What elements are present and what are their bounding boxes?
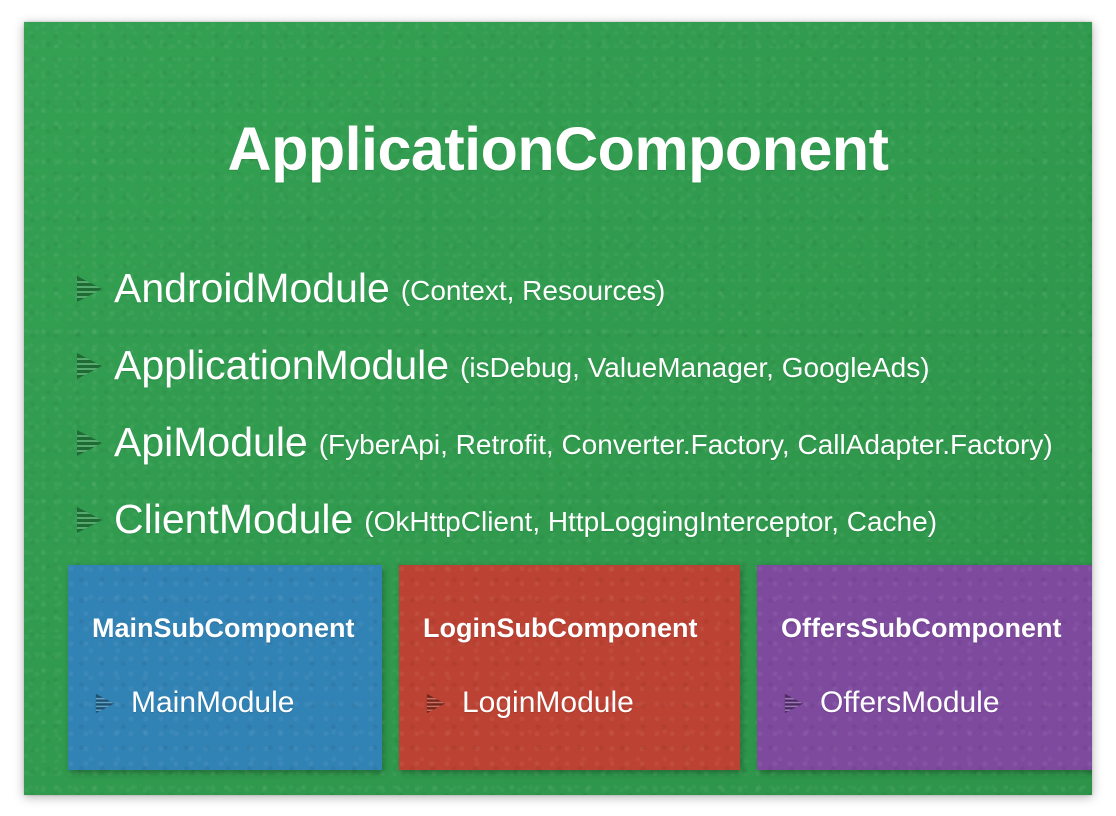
card-texture	[399, 565, 740, 770]
module-name: ApiModule	[114, 419, 308, 465]
module-args: (isDebug, ValueManager, GoogleAds)	[460, 351, 930, 383]
list-item[interactable]: ApplicationModule (isDebug, ValueManager…	[72, 327, 1082, 404]
striped-triangle-icon	[92, 691, 117, 716]
module-args: (FyberApi, Retrofit, Converter.Factory, …	[318, 428, 1053, 460]
striped-triangle-icon	[72, 272, 106, 306]
module-args: (OkHttpClient, HttpLoggingInterceptor, C…	[364, 505, 938, 537]
module-list: AndroidModule (Context, Resources)	[72, 250, 1082, 558]
subcomponent-module-name: OffersModule	[820, 686, 1000, 719]
striped-triangle-icon	[781, 691, 806, 716]
striped-triangle-icon	[423, 691, 448, 716]
subcomponent-title: OffersSubComponent	[781, 613, 1062, 643]
card-texture	[757, 565, 1092, 770]
module-name: ClientModule	[114, 496, 354, 542]
subcomponent-module-name: MainModule	[131, 686, 295, 719]
list-item[interactable]: ApiModule (FyberApi, Retrofit, Converter…	[72, 404, 1082, 481]
striped-triangle-icon	[72, 426, 106, 460]
module-name: ApplicationModule	[114, 342, 450, 388]
subcomponent-card-offers[interactable]: OffersSubComponent	[757, 565, 1092, 770]
list-item[interactable]: ClientModule (OkHttpClient, HttpLoggingI…	[72, 481, 1082, 558]
module-name: AndroidModule	[114, 265, 390, 311]
subcomponent-title: MainSubComponent	[92, 613, 355, 643]
application-component-slide: ApplicationComponent	[24, 22, 1092, 795]
module-args: (Context, Resources)	[400, 274, 666, 306]
striped-triangle-icon	[72, 349, 106, 383]
subcomponent-module-row: MainModule	[92, 688, 294, 718]
subcomponent-title: LoginSubComponent	[423, 613, 698, 643]
subcomponent-cards: MainSubComponent	[44, 565, 1092, 773]
subcomponent-card-main[interactable]: MainSubComponent	[68, 565, 382, 770]
page-title: ApplicationComponent	[227, 115, 889, 183]
striped-triangle-icon	[72, 503, 106, 537]
subcomponent-module-row: OffersModule	[781, 688, 1000, 718]
subcomponent-module-name: LoginModule	[462, 686, 634, 719]
subcomponent-card-login[interactable]: LoginSubComponent	[399, 565, 740, 770]
list-item[interactable]: AndroidModule (Context, Resources)	[72, 250, 1082, 327]
subcomponent-module-row: LoginModule	[423, 688, 634, 718]
card-texture	[68, 565, 382, 770]
